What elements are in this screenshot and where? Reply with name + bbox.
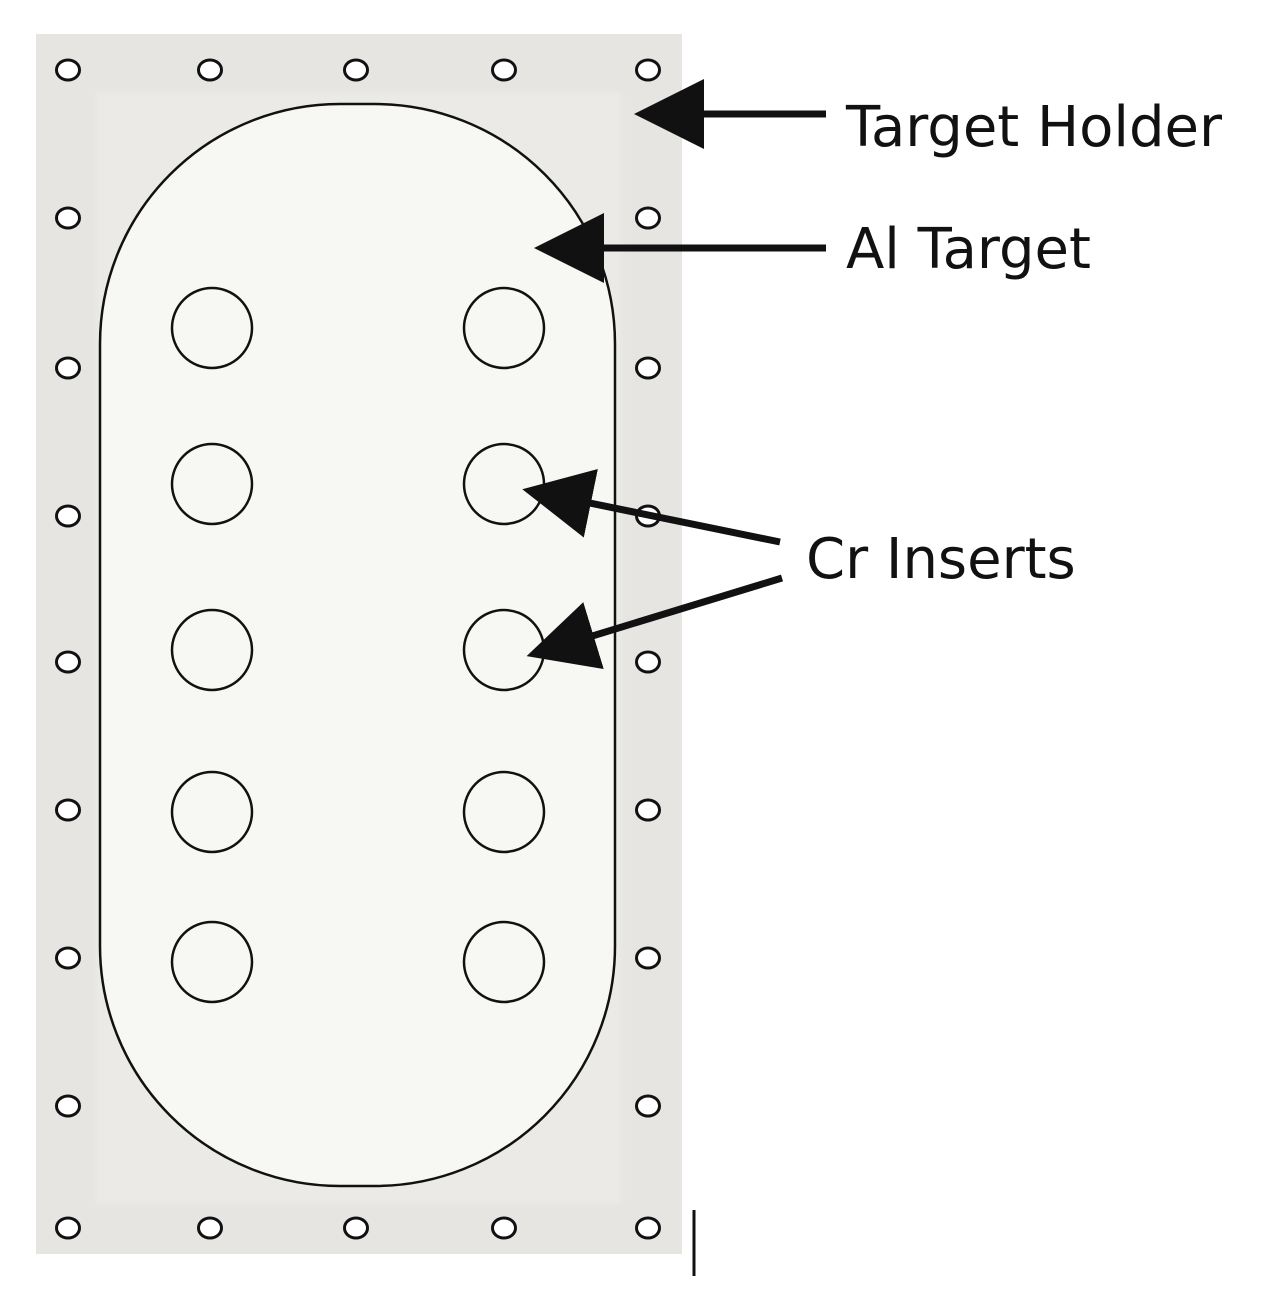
cr-insert-arrow-upper [522, 468, 781, 546]
cr-insert [170, 920, 254, 1004]
bolt-hole [55, 504, 81, 528]
cr-insert [170, 608, 254, 692]
bolt-hole [55, 798, 81, 822]
cr-insert [170, 286, 254, 370]
arrows [522, 79, 826, 670]
cr-insert [462, 770, 546, 854]
cr-insert [170, 442, 254, 526]
bolt-hole [55, 58, 81, 82]
bolt-hole [197, 58, 223, 82]
bolt-hole [55, 356, 81, 380]
cr-insert-arrow-lower [526, 574, 784, 670]
bolt-hole [343, 58, 369, 82]
bolt-hole [55, 650, 81, 674]
cr-insert [462, 286, 546, 370]
bolt-hole [635, 1094, 661, 1118]
bolt-hole [55, 1216, 81, 1240]
bolt-hole [491, 58, 517, 82]
cr-insert [462, 608, 546, 692]
al-target-label: Al Target [846, 217, 1091, 282]
bolt-hole [635, 1216, 661, 1240]
cr-insert [170, 770, 254, 854]
cr-insert [462, 442, 546, 526]
bolt-hole [55, 946, 81, 970]
bolt-hole [197, 1216, 223, 1240]
cr-inserts-label: Cr Inserts [806, 527, 1076, 592]
bolt-hole [635, 946, 661, 970]
bolt-hole [55, 1094, 81, 1118]
al-target-plate [98, 102, 617, 1188]
cr-insert [462, 920, 546, 1004]
bolt-hole [635, 650, 661, 674]
bolt-hole [55, 206, 81, 230]
bolt-hole [635, 206, 661, 230]
bolt-hole [491, 1216, 517, 1240]
bolt-hole [343, 1216, 369, 1240]
bolt-hole [635, 798, 661, 822]
bolt-hole [635, 356, 661, 380]
target-holder-label: Target Holder [845, 95, 1223, 160]
bolt-holes [55, 58, 661, 1240]
bolt-hole [635, 58, 661, 82]
